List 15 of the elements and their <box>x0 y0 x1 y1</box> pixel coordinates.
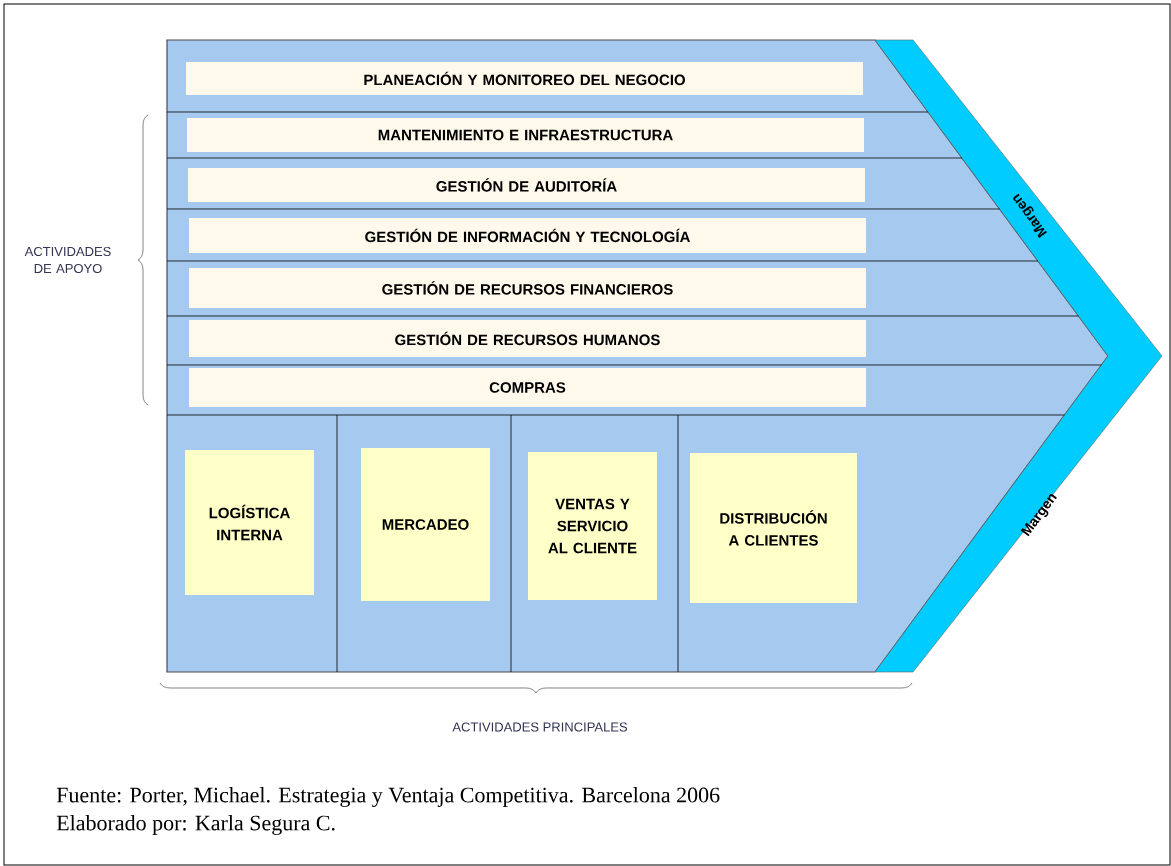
credit-line: Elaborado por: Karla Segura C. <box>56 815 335 835</box>
activity-box: VENTAS Y SERVICIO AL CLIENTE <box>528 452 657 600</box>
activity-bar: PLANEACIÓN Y MONITOREO DEL NEGOCIO <box>186 62 863 95</box>
activity-bar: GESTIÓN DE AUDITORÍA <box>188 168 865 202</box>
activity-box: DISTRIBUCIÓN A CLIENTES <box>690 453 857 603</box>
activity-bar: GESTIÓN DE INFORMACIÓN Y TECNOLOGÍA <box>189 218 866 253</box>
activity-bar: GESTIÓN DE RECURSOS HUMANOS <box>189 320 866 357</box>
activity-box: MERCADEO <box>361 448 490 601</box>
group-label: ACTIVIDADES DE APOYO <box>24 246 111 274</box>
activity-bar: GESTIÓN DE RECURSOS FINANCIEROS <box>189 268 866 308</box>
activity-bar: COMPRAS <box>189 368 866 407</box>
activity-box: LOGÍSTICA INTERNA <box>185 450 314 595</box>
group-label: ACTIVIDADES PRINCIPALES <box>452 722 628 732</box>
activity-bar: MANTENIMIENTO E INFRAESTRUCTURA <box>187 118 864 152</box>
caption: Fuente: Porter, Michael. Estrategia y Ventaja Competitiva. Barcelona 2006 <box>56 787 720 807</box>
